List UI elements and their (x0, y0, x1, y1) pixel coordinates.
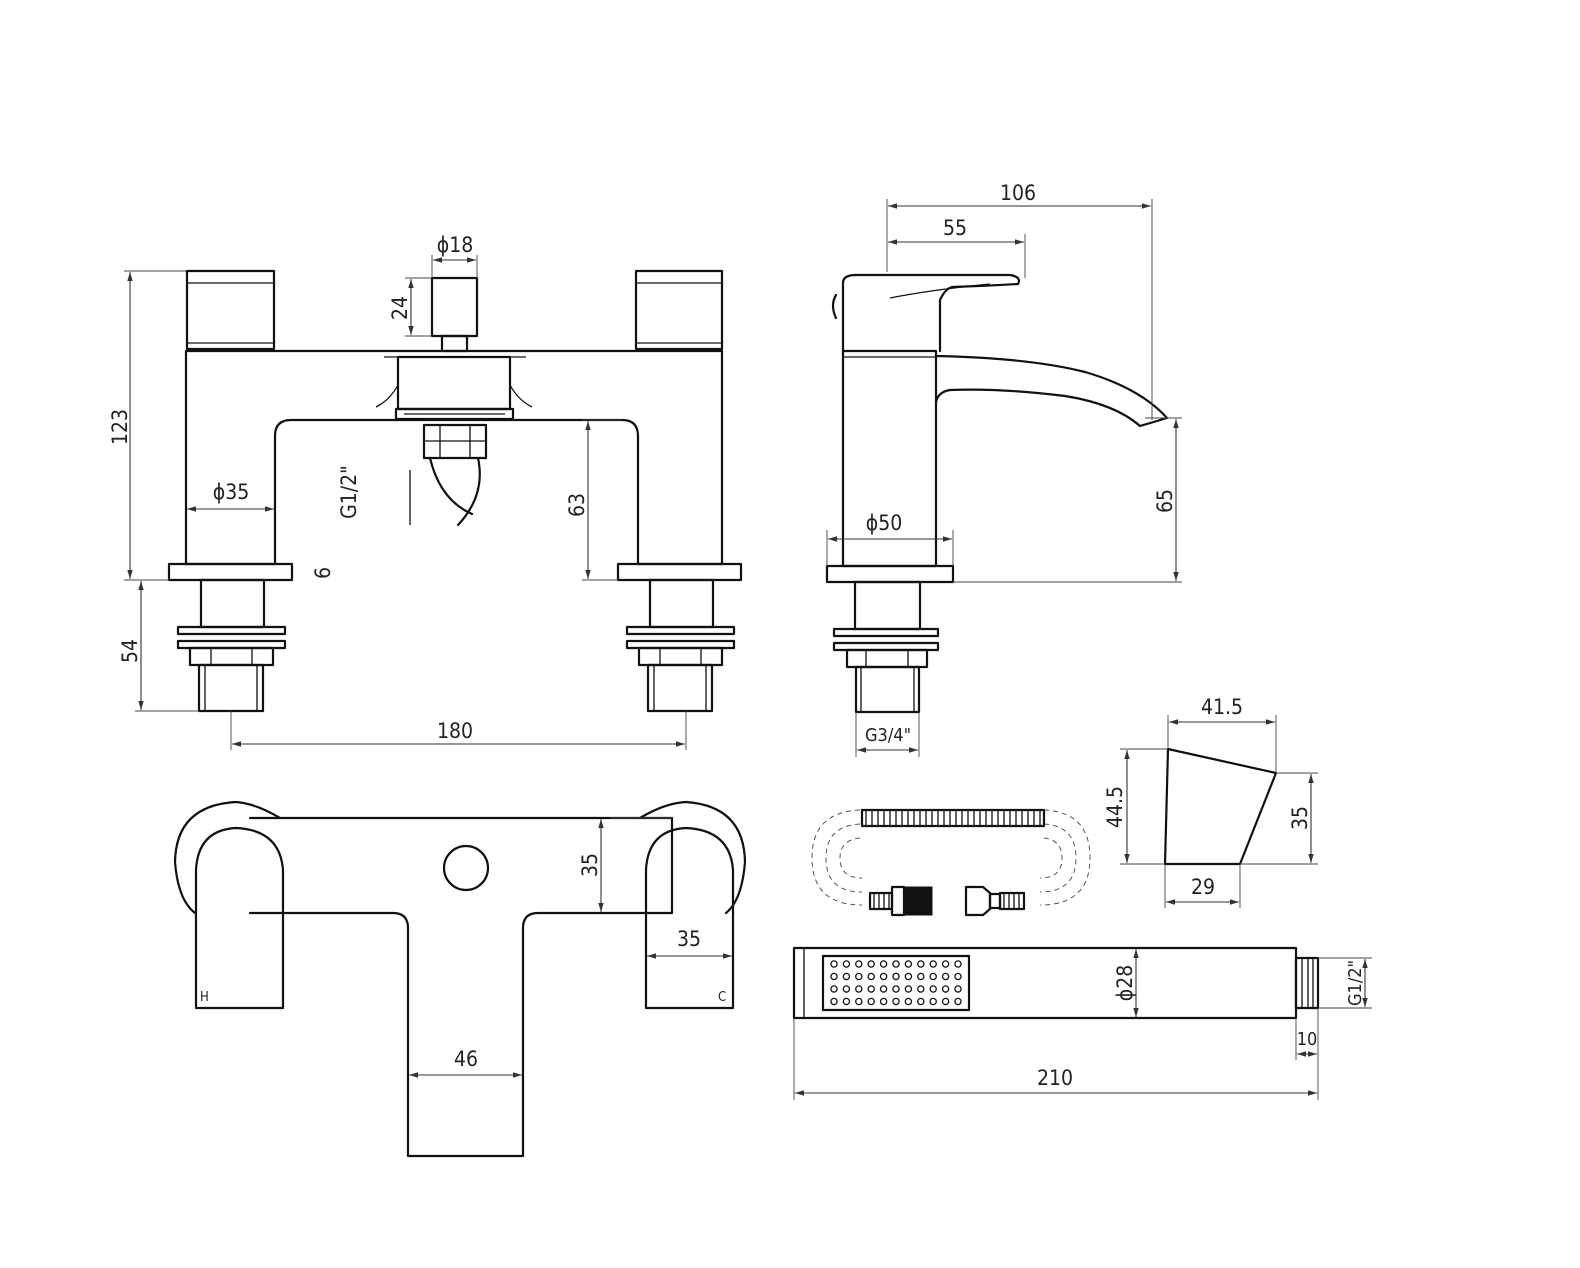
spray-nozzle (904, 972, 913, 981)
dim-plan-body-depth: 35 (578, 853, 602, 877)
dim-side-thread: G3/4" (865, 725, 911, 746)
spray-nozzle (892, 985, 900, 993)
spray-nozzle (892, 997, 900, 1006)
diverter-knob (430, 276, 479, 338)
spray-nozzle (917, 972, 925, 981)
dim-holder-height-left: 44.5 (1103, 786, 1127, 828)
spray-nozzle (917, 997, 925, 1006)
spray-nozzle (917, 985, 925, 993)
spray-nozzle (904, 960, 913, 968)
shower-handset: ϕ28 G1/2" 10 210 (792, 946, 1372, 1100)
dim-handset-thread: G1/2" (1345, 960, 1366, 1006)
spray-nozzle (954, 960, 962, 968)
right-flange (616, 562, 743, 582)
dim-body-diameter: ϕ35 (213, 480, 250, 504)
spray-nozzle (855, 985, 863, 993)
spray-nozzle (855, 972, 863, 981)
dim-handset-thread-length: 10 (1297, 1029, 1318, 1050)
spray-nozzle (941, 972, 950, 981)
spray-nozzle (879, 972, 888, 981)
spray-nozzle (929, 960, 937, 968)
hose-body (860, 808, 1046, 828)
spray-nozzle (904, 997, 913, 1006)
spray-nozzle (879, 997, 888, 1006)
handset-face (821, 954, 971, 1012)
front-elevation: 123 ϕ18 24 ϕ35 G1/2" 63 6 54 180 (108, 233, 743, 750)
diverter-housing (396, 355, 512, 411)
plan-body (248, 816, 674, 1158)
plan-diverter (442, 844, 490, 892)
dim-side-spout-height: 65 (1153, 489, 1177, 513)
spray-nozzle (941, 985, 950, 993)
dim-spout-diameter: ϕ18 (437, 233, 474, 257)
spray-nozzle (941, 997, 950, 1006)
spray-nozzle (842, 997, 851, 1006)
dim-flange-thickness: 6 (311, 567, 335, 579)
spray-nozzle (842, 985, 851, 993)
cold-handle (634, 269, 724, 351)
dim-side-body-diameter: ϕ50 (866, 511, 903, 535)
spray-nozzle (929, 985, 937, 993)
dim-handset-length: 210 (1037, 1066, 1073, 1090)
spray-nozzle (879, 985, 888, 993)
dim-holder-bottom: 29 (1191, 875, 1215, 899)
dim-plan-spout-width: 46 (454, 1047, 478, 1071)
spray-nozzle (892, 960, 900, 968)
dim-bridge-height: 123 (108, 409, 132, 445)
spray-nozzle (954, 985, 962, 993)
dim-plan-lever-width: 35 (677, 927, 701, 951)
dim-centres: 180 (437, 719, 473, 743)
spray-nozzle (879, 960, 888, 968)
spray-nozzle (904, 985, 913, 993)
dim-handset-diameter: ϕ28 (1113, 965, 1137, 1002)
spray-nozzle (867, 972, 875, 981)
dim-side-lever-reach: 55 (943, 216, 967, 240)
spray-nozzle (929, 997, 937, 1006)
spray-nozzle (954, 997, 962, 1006)
spray-nozzle (867, 997, 875, 1006)
spray-nozzle (842, 972, 851, 981)
dim-holder-top: 41.5 (1201, 695, 1243, 719)
hot-handle (185, 269, 276, 351)
spray-nozzle (830, 997, 838, 1006)
label-thread-g12: G1/2" (337, 465, 361, 519)
spray-nozzle (892, 972, 900, 981)
spray-nozzle (954, 972, 962, 981)
dim-side-overall-depth: 106 (1000, 181, 1036, 205)
holder-body (1163, 747, 1278, 866)
dim-spout-clearance: 63 (565, 493, 589, 517)
dim-spout-height: 24 (388, 296, 412, 320)
spray-nozzle (941, 960, 950, 968)
spray-nozzle (917, 960, 925, 968)
handset-body (792, 946, 1298, 1020)
shower-hose (811, 808, 1091, 917)
spray-nozzle (929, 972, 937, 981)
spray-nozzle (830, 985, 838, 993)
spray-nozzles (830, 960, 962, 1006)
hose-connector-right (964, 885, 992, 917)
side-lever (841, 273, 1021, 353)
left-flange (167, 562, 294, 582)
side-spout (934, 354, 1169, 428)
wall-holder: 41.5 44.5 35 29 (1103, 695, 1318, 908)
spray-nozzle (867, 960, 875, 968)
spray-nozzle (867, 985, 875, 993)
spray-nozzle (830, 972, 838, 981)
spray-nozzle (842, 960, 851, 968)
spray-nozzle (855, 960, 863, 968)
side-elevation: 106 55 65 ϕ50 G3/4" (825, 181, 1182, 757)
plan-cold-lever (644, 826, 735, 1010)
label-cold: C (718, 990, 726, 1005)
spray-nozzle (830, 960, 838, 968)
plan-view: H C 35 35 46 (173, 800, 747, 1158)
spray-nozzle (855, 997, 863, 1006)
dim-holder-height-right: 35 (1288, 806, 1312, 830)
dim-tail-length: 54 (118, 639, 142, 663)
plan-hot-lever (194, 826, 285, 1010)
label-hot: H (200, 990, 209, 1005)
